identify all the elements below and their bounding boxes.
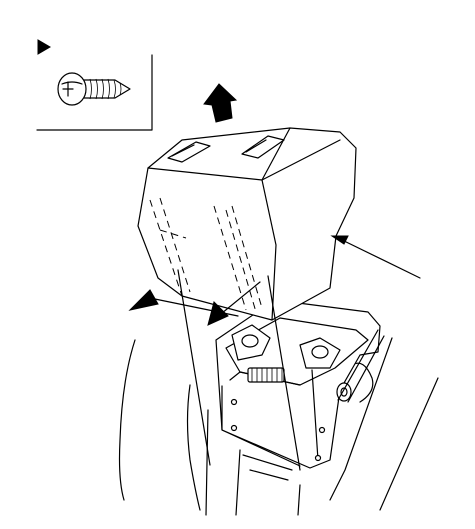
hinge-bracket — [215, 299, 385, 469]
legend-marker-icon — [37, 39, 51, 55]
lid-slot-left-icon — [167, 141, 211, 163]
legend-box — [36, 39, 153, 131]
lift-direction-arrow-icon — [203, 83, 238, 123]
hinge-spring-icon — [247, 367, 285, 383]
console-base — [118, 337, 439, 516]
callout-arrowhead-center-icon — [207, 301, 229, 326]
callout-arrowhead-right-icon — [330, 235, 349, 245]
callouts — [128, 235, 421, 471]
callout-arrowhead-left-icon — [128, 289, 159, 311]
armrest-lid — [137, 127, 357, 321]
lid-slot-right-icon — [241, 135, 285, 159]
tapping-screw-icon — [57, 72, 131, 106]
